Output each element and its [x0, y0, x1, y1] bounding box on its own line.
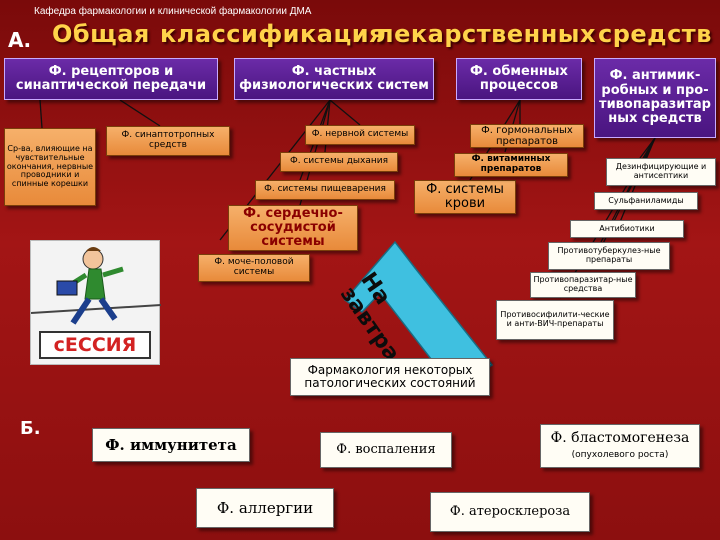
allergy-pharmacology-box: Ф. аллергии — [196, 488, 334, 528]
student-running-icon — [30, 247, 162, 325]
blastomogenesis-label: Ф. бластомогенеза — [550, 430, 690, 447]
receptors-pharmacology-box: Ф. рецепторов и синаптической передачи — [4, 58, 218, 100]
urogenital-system-box: Ф. моче-половой системы — [198, 254, 310, 282]
nervous-system-box: Ф. нервной системы — [305, 125, 415, 145]
antituberculosis-box: Противотуберкулез-ные препараты — [548, 242, 670, 270]
antimicrobial-box: Ф. антимик-робных и про-тивопаразитар ны… — [594, 58, 716, 138]
page-title-word-3: лекарственных — [376, 20, 596, 48]
nerve-endings-box: Ср-ва, влияющие на чувствительные оконча… — [4, 128, 96, 206]
hormonal-drugs-box: Ф. гормональных препаратов — [470, 124, 584, 148]
session-sign: сЕССИЯ — [39, 331, 151, 359]
antisyphilitic-antihiv-box: Противосифилити-ческие и анти-ВИЧ-препар… — [496, 300, 614, 340]
department-header: Кафедра фармакологии и клинической фарма… — [34, 6, 312, 17]
page-title-word-2: классификация — [160, 20, 385, 48]
page-title-word-1: Общая — [52, 20, 150, 48]
disinfectants-box: Дезинфицирующие и антисептики — [606, 158, 716, 186]
antibiotics-box: Антибиотики — [570, 220, 684, 238]
blastomogenesis-pharmacology-box: Ф. бластомогенеза (опухолевого роста) — [540, 424, 700, 468]
synaptotropic-box: Ф. синаптотропных средств — [106, 126, 230, 156]
vitamin-drugs-box: Ф. витаминных препаратов — [454, 153, 568, 177]
page-title-word-4: средств — [598, 20, 712, 48]
section-a-marker: А. — [8, 28, 32, 52]
atherosclerosis-pharmacology-box: Ф. атеросклероза — [430, 492, 590, 532]
antiparasitic-box: Противопаразитар-ные средства — [530, 272, 636, 298]
cardiovascular-system-box: Ф. сердечно-сосудистой системы — [228, 205, 358, 251]
student-session-illustration: сЕССИЯ — [30, 240, 162, 365]
digestive-system-box: Ф. системы пищеварения — [255, 180, 395, 200]
pathology-pharmacology-box: Фармакология некоторых патологических со… — [290, 358, 490, 396]
section-b-marker: Б. — [20, 418, 41, 439]
blastomogenesis-note: (опухолевого роста) — [571, 449, 669, 460]
blood-system-box: Ф. системы крови — [414, 180, 516, 214]
respiratory-system-box: Ф. системы дыхания — [280, 152, 398, 172]
metabolic-processes-box: Ф. обменных процессов — [456, 58, 582, 100]
inflammation-pharmacology-box: Ф. воспаления — [320, 432, 452, 468]
sulfanilamides-box: Сульфаниламиды — [594, 192, 698, 210]
immunity-pharmacology-box: Ф. иммунитета — [92, 428, 250, 462]
physiological-systems-box: Ф. частных физиологических систем — [234, 58, 434, 100]
